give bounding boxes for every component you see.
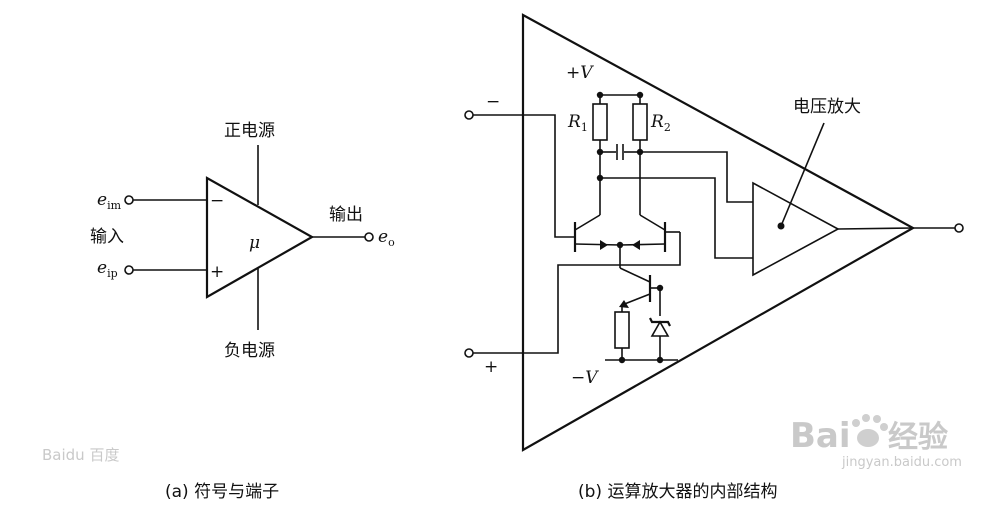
input-label: 输入 (90, 227, 124, 247)
noninv-input-wire (473, 232, 681, 354)
minus-sign-b: − (486, 92, 500, 112)
resistor-r2 (632, 103, 648, 141)
plus-sign: + (210, 262, 224, 282)
inv-terminal-label: eim (97, 190, 122, 212)
noninv-input-terminal-b (464, 348, 474, 358)
watermark-brand-cn: 经验 (888, 420, 948, 455)
output-terminal-b (954, 223, 964, 233)
noninv-input-terminal (124, 265, 134, 275)
q1-emitter (574, 243, 621, 246)
output-terminal (364, 232, 374, 242)
panel-b: − + +V R1 R2 (464, 13, 964, 502)
inv-input-wire (473, 114, 575, 238)
resistor-re (614, 311, 630, 349)
watermark-bottom-left: Baidu 百度 (42, 446, 119, 464)
inv-input-terminal (124, 195, 134, 205)
neg-rail-node-2 (656, 356, 664, 364)
gain-symbol: μ (249, 233, 260, 253)
caption-b: (b) 运算放大器的内部结构 (578, 482, 777, 502)
pos-rail-label: +V (566, 63, 594, 83)
big-opamp-triangle (521, 13, 916, 452)
voltage-amp-output (837, 227, 914, 230)
zener-bar (649, 317, 671, 327)
output-label: 输出 (329, 205, 363, 225)
zener-diode (650, 320, 670, 337)
output-terminal-label: eo (378, 227, 395, 249)
watermark-small-text: Baidu 百度 (42, 446, 119, 464)
panel-a: − + μ 正电源 负电源 输入 输出 eim eip eo (a) 符号与端子 (90, 121, 395, 502)
inv-input-terminal-b (464, 110, 474, 120)
minus-sign: − (210, 191, 224, 211)
right-collector-to-amp (640, 151, 753, 203)
voltage-amp-pointer (780, 122, 825, 227)
neg-rail-node-1 (618, 356, 626, 364)
q3-emitter-arrow (619, 300, 629, 308)
r1-label: R1 (567, 112, 588, 134)
q3-emitter (621, 293, 651, 306)
watermark-bottom-right: Bai 经验 jingyan.baidu.com (790, 414, 962, 470)
paw-icon (852, 414, 888, 447)
q3-collector (619, 267, 651, 283)
q1-collector (574, 214, 601, 231)
opamp-symbol-triangle (205, 176, 315, 299)
left-collector-to-amp (600, 177, 753, 259)
q2-emitter (619, 243, 666, 246)
voltage-amp-triangle (752, 181, 840, 277)
noninv-terminal-label: eip (97, 258, 118, 280)
caption-a: (a) 符号与端子 (165, 482, 279, 502)
resistor-r1 (592, 103, 608, 141)
q2-collector (639, 214, 666, 231)
q1-emitter-arrow (600, 240, 608, 250)
pos-supply-label: 正电源 (224, 121, 275, 141)
plus-sign-b: + (484, 357, 498, 377)
voltage-amp-label: 电压放大 (793, 97, 861, 117)
r2-label: R2 (650, 112, 671, 134)
neg-rail-label: −V (571, 368, 599, 388)
watermark-brand: Bai (790, 416, 851, 456)
watermark-url: jingyan.baidu.com (841, 455, 962, 470)
q2-emitter-arrow (632, 240, 640, 250)
neg-supply-label: 负电源 (224, 341, 275, 361)
